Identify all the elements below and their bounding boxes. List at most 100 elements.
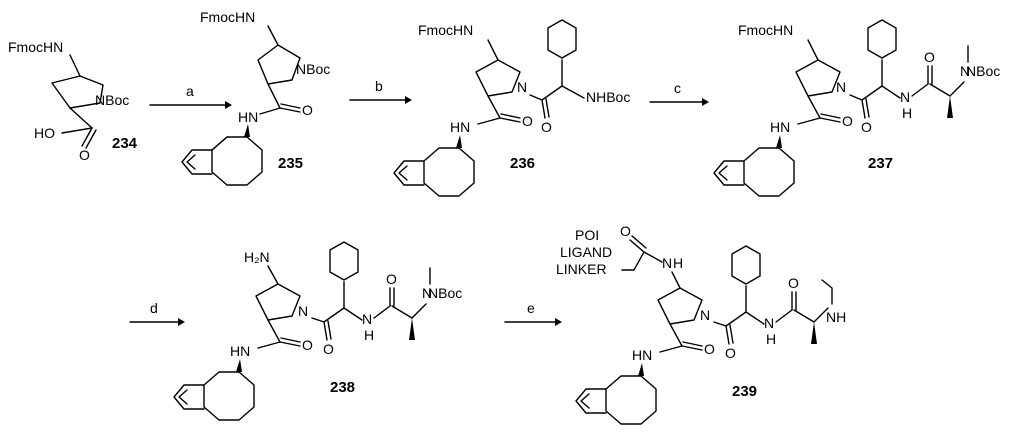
oxygen-label: O xyxy=(323,341,334,357)
bond xyxy=(793,309,815,323)
hn-label: HN xyxy=(632,347,652,363)
hn-label: HN xyxy=(770,119,790,135)
bond xyxy=(487,95,501,119)
bond xyxy=(775,309,793,323)
carbonyl-bond xyxy=(861,98,870,119)
compound-number: 235 xyxy=(278,155,303,172)
bond xyxy=(391,305,413,319)
arrow-head xyxy=(225,101,232,109)
carbonyl-bond xyxy=(629,235,647,253)
compound-number: 238 xyxy=(330,379,355,396)
bond xyxy=(373,305,391,319)
arrow-head xyxy=(702,98,709,106)
pyrrolidine-ring xyxy=(257,44,301,85)
nboc-label: NBoc xyxy=(428,285,462,301)
linker-bond xyxy=(621,251,645,271)
bond xyxy=(659,345,683,353)
n-label: N xyxy=(662,255,672,271)
bond xyxy=(267,319,281,343)
tetralin-ring xyxy=(605,375,657,425)
bond xyxy=(323,307,345,323)
oxygen-label: O xyxy=(788,275,799,291)
methyl-bond xyxy=(821,279,833,305)
arrow-head xyxy=(178,318,185,326)
reaction-arrow-e: e xyxy=(504,300,562,326)
nh-label: N xyxy=(900,89,910,105)
reaction-arrow-a: a xyxy=(149,83,232,109)
carbonyl-bond xyxy=(681,341,703,351)
n-label: N xyxy=(700,307,710,323)
aromatic-bond xyxy=(398,165,408,181)
wedge-bond xyxy=(236,359,242,372)
oxygen-label: O xyxy=(861,119,872,135)
arrow-head xyxy=(555,318,562,326)
n-label: N xyxy=(517,79,527,95)
compound-236: FmocHN N O NHBoc O HN 236 xyxy=(393,19,630,197)
compound-234: FmocHN NBoc O HO 234 xyxy=(8,39,138,163)
bond xyxy=(643,251,663,263)
reaction-arrow-d: d xyxy=(129,300,185,326)
h-label: H xyxy=(673,255,683,271)
tetralin-ring xyxy=(743,147,795,197)
nh-label: N xyxy=(764,315,774,331)
bond xyxy=(411,303,427,319)
bond xyxy=(929,83,951,97)
carbonyl-bond xyxy=(541,98,550,119)
h2n-label: H₂N xyxy=(244,249,270,265)
benzene-ring xyxy=(393,160,425,186)
bond xyxy=(69,54,81,77)
oxygen-label: O xyxy=(842,113,853,129)
compound-number: 237 xyxy=(868,155,893,172)
aromatic-bond xyxy=(580,393,590,409)
bond xyxy=(807,95,821,119)
reagent-label: d xyxy=(150,300,158,316)
wedge-bond xyxy=(409,318,415,340)
carbonyl-bond xyxy=(819,113,841,123)
aromatic-bond xyxy=(178,389,188,405)
n-label: N xyxy=(960,63,970,79)
bond xyxy=(745,311,765,325)
pyrrolidine-ring xyxy=(51,75,104,109)
carbonyl-bond xyxy=(927,65,933,85)
reaction-arrow-b: b xyxy=(349,78,412,104)
fmochn-label: FmocHN xyxy=(8,39,63,55)
arrow-head xyxy=(405,96,412,104)
oxygen-label: O xyxy=(541,119,552,135)
bond xyxy=(797,117,821,125)
fmochn-label: FmocHN xyxy=(200,9,255,25)
poi-label: POI xyxy=(575,227,599,243)
nboc-label: NBoc xyxy=(95,92,129,108)
wedge-bond xyxy=(947,96,953,118)
bond xyxy=(807,39,819,61)
benzene-ring xyxy=(181,149,213,175)
oxygen-label: O xyxy=(386,271,397,287)
bond xyxy=(267,265,279,285)
bond xyxy=(849,94,863,101)
benzene-ring xyxy=(173,384,205,410)
carbonyl-bond xyxy=(499,113,521,123)
oxygen-label: O xyxy=(302,337,313,353)
wedge-bond xyxy=(776,135,782,148)
bond xyxy=(257,341,281,349)
carbonyl-bond xyxy=(725,324,734,345)
carbonyl-bond xyxy=(389,287,395,307)
bond xyxy=(343,307,363,321)
aromatic-bond xyxy=(186,154,196,170)
nh-label: NH xyxy=(826,309,846,325)
oxygen-label: O xyxy=(522,113,533,129)
compound-239: POI LIGAND LINKER O N H N O N H O NH O H… xyxy=(556,223,846,425)
hn-label: HN xyxy=(238,109,258,125)
linker-label: LINKER xyxy=(556,261,607,277)
n-label: N xyxy=(836,79,846,95)
reagent-label: b xyxy=(375,78,383,94)
hn-label: HN xyxy=(230,343,250,359)
ho-label: HO xyxy=(34,125,55,141)
bond xyxy=(725,311,747,327)
pyrrolidine-ring xyxy=(475,59,521,97)
bond xyxy=(61,127,93,134)
carbonyl-bond xyxy=(279,337,301,347)
bond xyxy=(911,83,929,97)
fmochn-label: FmocHN xyxy=(738,22,793,38)
bond xyxy=(211,136,228,151)
